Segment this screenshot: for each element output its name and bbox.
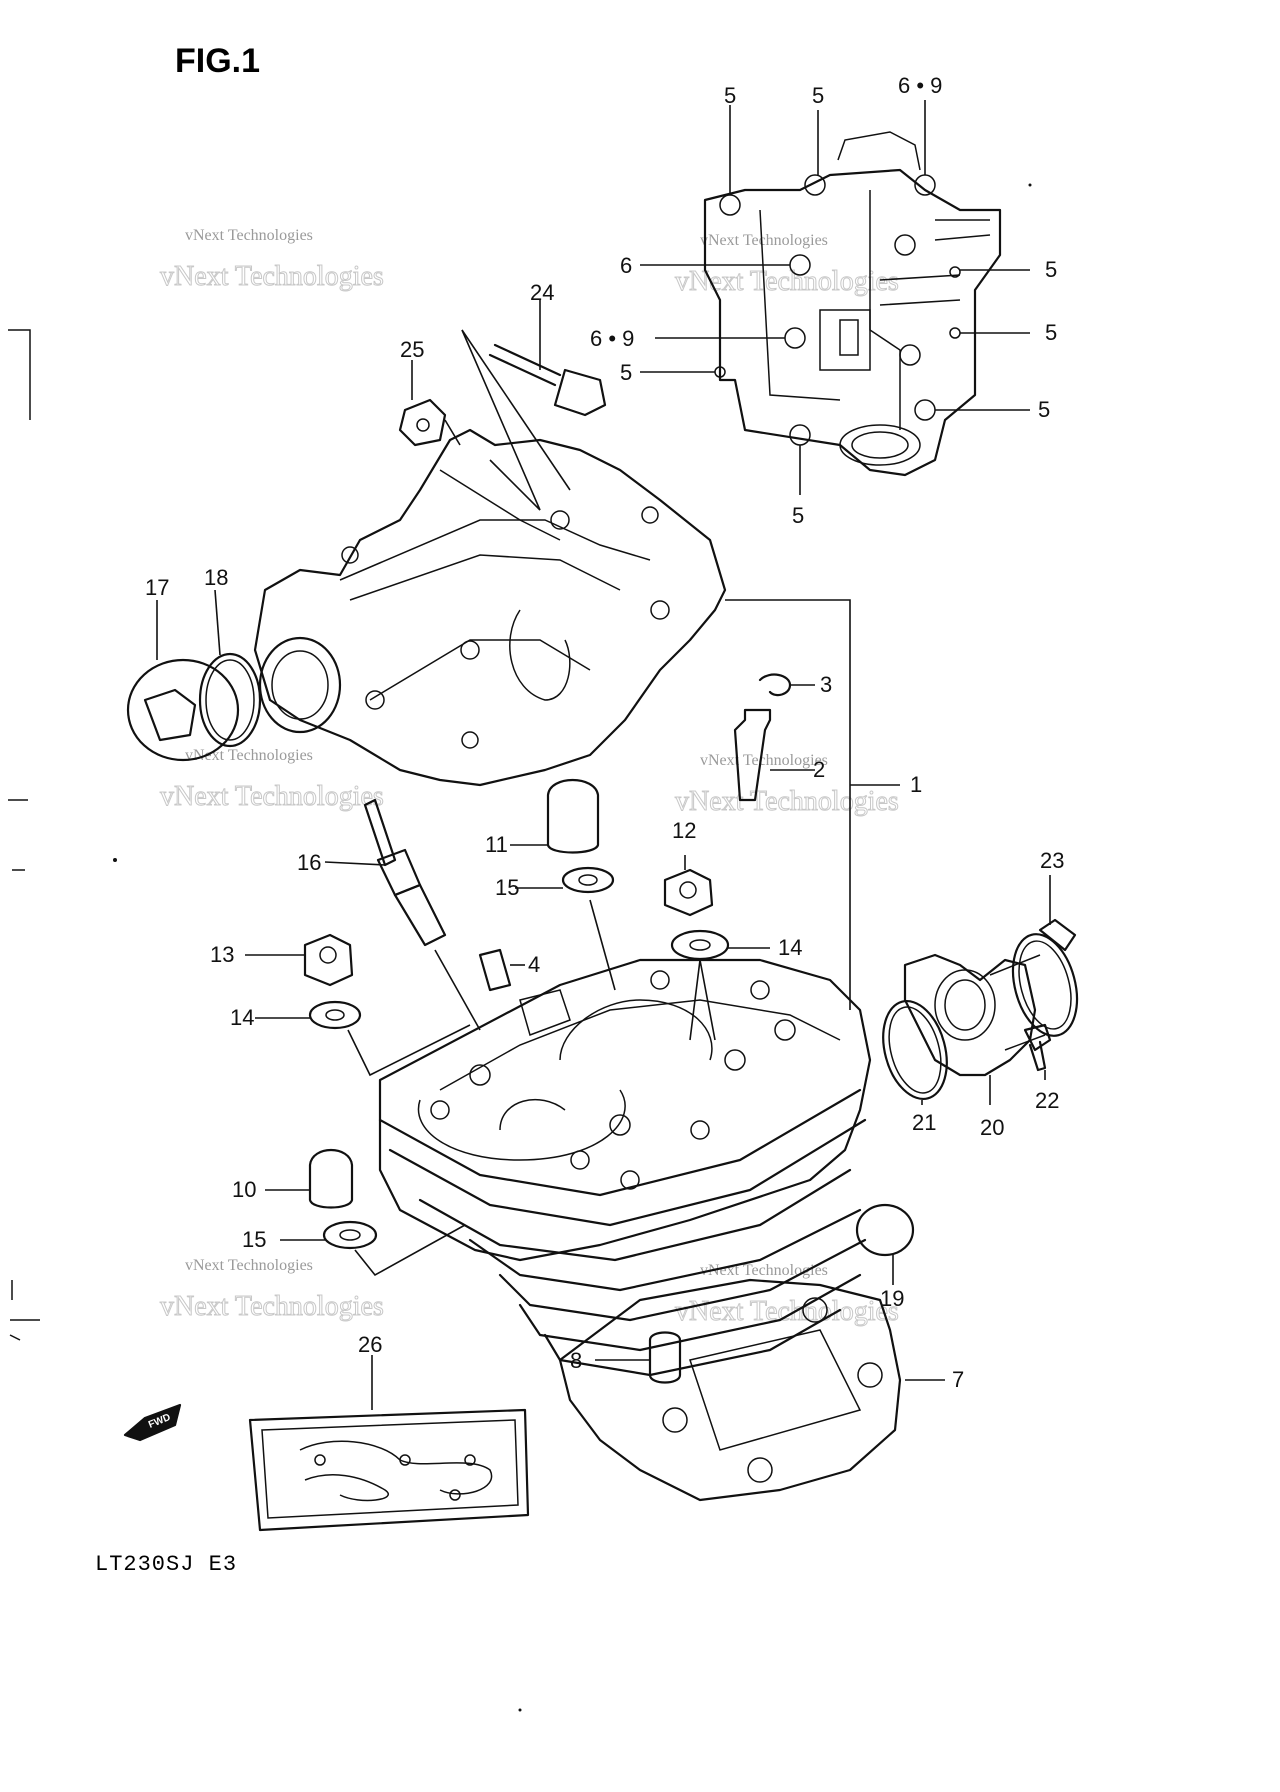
gasket-set-26 <box>248 1355 530 1532</box>
scan-speck <box>518 1708 522 1712</box>
o-ring-21 <box>882 999 948 1105</box>
callout-5: 5 <box>1038 397 1050 422</box>
watermark-text: vNext Technologies <box>675 266 899 297</box>
head-cover-bolt-pattern-inset <box>640 100 1030 495</box>
dowel-8 <box>595 1331 682 1384</box>
clip-3-and-guide-2 <box>733 673 815 802</box>
nut-12 <box>663 855 714 917</box>
washer-14-right <box>670 929 770 1041</box>
nut-25 <box>398 360 461 447</box>
washer-15-top <box>515 866 616 991</box>
callout-2: 2 <box>813 757 825 782</box>
callout-20: 20 <box>980 1115 1004 1140</box>
watermark-text: vNext Technologies <box>675 786 899 817</box>
scan-edge-marks <box>8 329 40 1341</box>
watermark-text: vNext Technologies <box>160 1291 384 1322</box>
callout-21: 21 <box>912 1110 936 1135</box>
callout-17: 17 <box>145 575 169 600</box>
washer-14-left <box>255 1000 471 1077</box>
cap-17-and-o-ring-18 <box>126 589 262 762</box>
watermark-text: vNext Technologies <box>160 781 384 812</box>
nut-13 <box>245 933 354 987</box>
callout-5: 5 <box>620 360 632 385</box>
callout-19: 19 <box>880 1286 904 1311</box>
callout-5: 5 <box>1045 320 1057 345</box>
callout-8: 8 <box>570 1348 582 1373</box>
clamp-23 <box>1011 875 1079 1037</box>
callout-3: 3 <box>820 672 832 697</box>
watermark-text: vNext Technologies <box>185 1257 313 1274</box>
callout-25: 25 <box>400 337 424 362</box>
callout-24: 24 <box>530 280 554 305</box>
callout-26: 26 <box>358 1332 382 1357</box>
watermark-group: vNext Technologies vNext Technologies vN… <box>160 227 900 1328</box>
model-code: LT230SJ E3 <box>95 1552 237 1577</box>
bolt-22 <box>1023 1023 1052 1080</box>
callout-23: 23 <box>1040 848 1064 873</box>
callout-10: 10 <box>232 1177 256 1202</box>
callout-5: 5 <box>1045 257 1057 282</box>
callout-5: 5 <box>792 503 804 528</box>
watermark-text: vNext Technologies <box>185 227 313 244</box>
callout-1: 1 <box>910 772 922 797</box>
watermark-text: vNext Technologies <box>700 752 828 769</box>
callout-6-9: 6 • 9 <box>898 73 942 98</box>
watermark-text: vNext Technologies <box>700 232 828 249</box>
watermark-text: vNext Technologies <box>160 261 384 292</box>
callout-5: 5 <box>812 83 824 108</box>
scan-speck <box>113 858 117 862</box>
plug-19 <box>855 1203 915 1285</box>
callout-labels: 5 5 6 • 9 6 6 • 9 5 5 5 5 5 24 25 17 18 … <box>145 73 1064 1392</box>
callout-12: 12 <box>672 818 696 843</box>
callout-15: 15 <box>495 875 519 900</box>
head-gasket-7 <box>558 1278 945 1502</box>
callout-15: 15 <box>242 1227 266 1252</box>
nut-10 <box>265 1149 354 1209</box>
cover-bolt-24 <box>488 300 607 417</box>
callout-14: 14 <box>778 935 802 960</box>
callout-16: 16 <box>297 850 321 875</box>
watermark-text: vNext Technologies <box>675 1296 899 1327</box>
dowel-4 <box>478 948 525 992</box>
callout-7: 7 <box>952 1367 964 1392</box>
callout-18: 18 <box>204 565 228 590</box>
callout-6-9: 6 • 9 <box>590 326 634 351</box>
callout-4: 4 <box>528 952 540 977</box>
callout-6: 6 <box>620 253 632 278</box>
callout-11: 11 <box>485 832 508 857</box>
watermark-text: vNext Technologies <box>185 747 313 764</box>
figure-title: FIG.1 <box>175 42 260 80</box>
callout-13: 13 <box>210 942 234 967</box>
callout-22: 22 <box>1035 1088 1059 1113</box>
callout-5: 5 <box>724 83 736 108</box>
callout-14: 14 <box>230 1005 254 1030</box>
washer-15-bottom <box>280 1220 466 1277</box>
nut-11 <box>510 778 600 854</box>
spark-plug-16 <box>324 798 481 1031</box>
scan-speck <box>1028 183 1032 187</box>
forward-direction-badge: FWD <box>123 1403 182 1442</box>
cylinder-head-cover <box>253 329 727 787</box>
callout-bracket-1 <box>725 599 900 1010</box>
